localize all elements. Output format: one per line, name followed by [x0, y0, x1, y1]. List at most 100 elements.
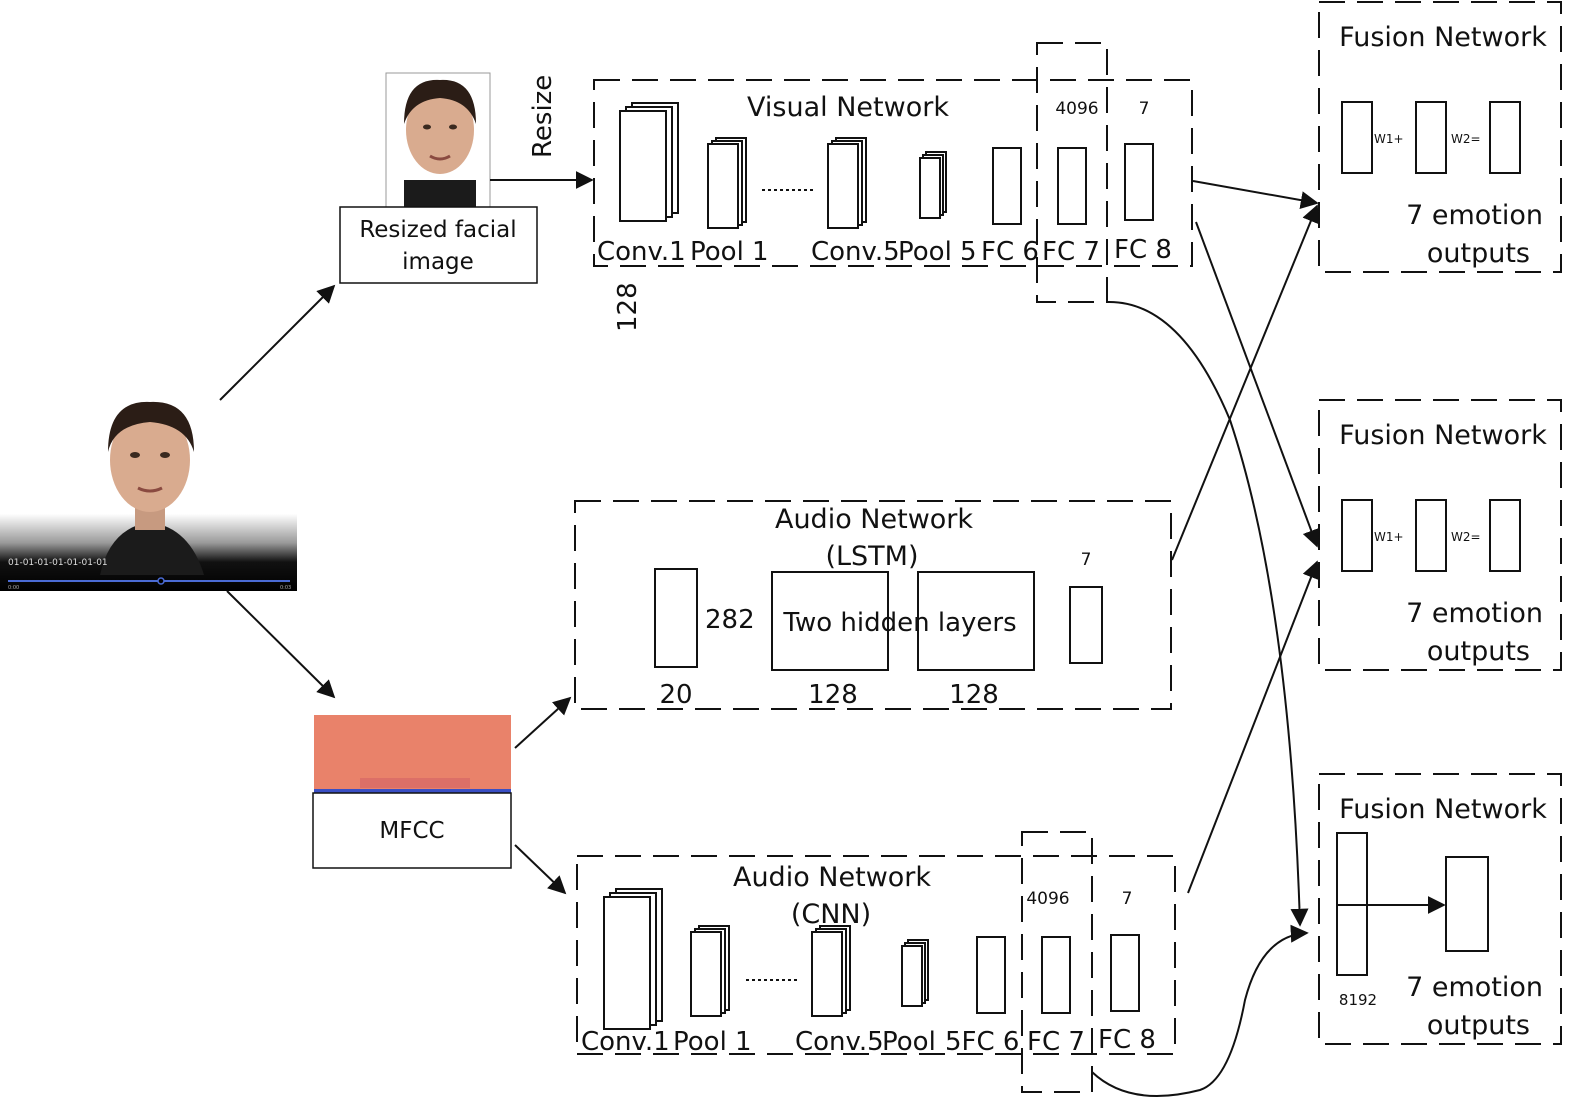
fusion-1-output-line1: 7 emotion: [1406, 200, 1543, 231]
visual-layer-fc8: FC 8: [1114, 235, 1172, 265]
fusion-2-w2: W2=: [1451, 530, 1481, 544]
arrow-cnn-to-fusion2: [1187, 560, 1320, 894]
fusion-network-3: Fusion Network 8192 7 emotion outputs: [1318, 773, 1562, 1045]
audio-cnn-layer-conv5: Conv.5: [795, 1027, 884, 1057]
mfcc-spectrogram: [314, 715, 511, 793]
audio-cnn-layer-conv1: Conv.1: [581, 1027, 670, 1057]
visual-layer-conv1: Conv.1: [597, 237, 686, 267]
resize-label: Resize: [528, 75, 558, 158]
fusion-2-title: Fusion Network: [1339, 420, 1547, 451]
arrow-visual-fc7-to-fusion3: [1106, 300, 1309, 927]
fusion-1-input-b: [1415, 101, 1447, 174]
audio-cnn-title-line2: (CNN): [791, 899, 871, 930]
arrow-cnn-fc7-to-fusion3: [1091, 924, 1309, 1097]
audio-cnn-layer-fc7: FC 7: [1027, 1027, 1085, 1057]
arrow-lstm-to-fusion1: [1171, 204, 1320, 561]
audio-cnn-fc7-block: [1041, 936, 1071, 1014]
speaker-face-image: [100, 401, 204, 575]
fusion-1-title: Fusion Network: [1339, 22, 1547, 53]
fusion-1-w1: W1+: [1374, 132, 1404, 146]
video-timecode: 01-01-01-01-01-01-01: [8, 558, 108, 568]
visual-fc6-block: [992, 147, 1022, 225]
audio-lstm-hidden1-block: [771, 571, 889, 671]
audio-cnn-fc8-block: [1110, 934, 1140, 1012]
resized-face-thumbnail: [385, 72, 491, 208]
audio-cnn-layer-fc6: 5FC 6: [945, 1027, 1019, 1057]
visual-fc8-block: [1124, 143, 1154, 221]
audio-lstm-network: Audio Network (LSTM) 282 20 Two hidden l…: [574, 500, 1172, 710]
visual-fc7-units: 4096: [1055, 99, 1098, 119]
fusion-3-title: Fusion Network: [1339, 794, 1547, 825]
visual-layer-pool5: Pool 5: [898, 237, 977, 267]
audio-lstm-hidden-label: Two hidden layers: [782, 608, 1016, 638]
audio-cnn-network: Audio Network (CNN) 4096 7 Conv.1 Po: [576, 831, 1176, 1093]
arrow-video-to-face: [219, 284, 336, 401]
fusion-3-output: [1445, 856, 1489, 952]
audio-lstm-title-line1: Audio Network: [775, 504, 973, 535]
fusion-network-1: Fusion Network W1+ W2= 7 emotion outputs: [1318, 1, 1562, 273]
audio-cnn-conv5-block: [811, 925, 851, 1017]
audio-cnn-conv1-block: [603, 888, 663, 1030]
fusion-3-concat-units: 8192: [1339, 991, 1377, 1009]
visual-fc8-units: 7: [1139, 99, 1150, 119]
visual-fc7-highlight: [1036, 42, 1108, 303]
audio-cnn-fc7-highlight: [1021, 831, 1093, 1093]
input-video-frame: 01-01-01-01-01-01-01 0:00 0:03: [0, 398, 297, 591]
video-time-start: 0:00: [8, 585, 19, 591]
fusion-3-concat-bottom: [1336, 904, 1368, 976]
fusion-1-w2: W2=: [1451, 132, 1481, 146]
video-seek-thumb[interactable]: [157, 577, 165, 585]
fusion-2-input-b: [1415, 499, 1447, 572]
fusion-3-output-line1: 7 emotion: [1406, 972, 1543, 1003]
video-time-end: 0:03: [280, 585, 291, 591]
fusion-3-concat-top: [1336, 832, 1368, 906]
audio-lstm-border: [574, 500, 1172, 710]
fusion-1-output-line2: outputs: [1427, 238, 1530, 269]
visual-pool1-block: [707, 137, 747, 229]
audio-lstm-input-height: 282: [705, 605, 755, 635]
audio-lstm-input-width: 20: [659, 680, 692, 710]
resized-face-label-box: Resized facial image: [339, 206, 538, 284]
arrow-mfcc-to-lstm: [514, 696, 572, 749]
audio-cnn-fc7-units: 4096: [1026, 889, 1069, 909]
visual-pool5-block: [919, 151, 947, 219]
visual-conv1-block: [619, 102, 679, 222]
face-label-line1: Resized facial: [359, 217, 516, 243]
arrow-visual-to-fusion1: [1192, 180, 1319, 210]
audio-lstm-hidden2-units: 128: [949, 680, 999, 710]
fusion-1-input-a: [1341, 101, 1373, 174]
audio-lstm-title-line2: (LSTM): [825, 541, 918, 572]
mfcc-label: MFCC: [379, 818, 444, 844]
visual-layer-conv5: Conv.5: [811, 237, 900, 267]
fusion-2-w1: W1+: [1374, 530, 1404, 544]
visual-layer-fc6: FC 6: [981, 237, 1039, 267]
audio-cnn-layer-pool5: Pool: [882, 1027, 936, 1057]
fusion-3-output-line2: outputs: [1427, 1010, 1530, 1041]
visual-network-title: Visual Network: [747, 92, 949, 123]
audio-lstm-hidden2-block: [917, 571, 1035, 671]
fusion-2-output: [1489, 499, 1521, 572]
visual-layer-pool1: Pool 1: [690, 237, 769, 267]
audio-lstm-hidden1-units: 128: [808, 680, 858, 710]
fusion-2-output-line2: outputs: [1427, 636, 1530, 667]
audio-cnn-pool5-block: [901, 939, 929, 1007]
audio-cnn-fc6-block: [976, 936, 1006, 1014]
fusion-1-border: [1318, 1, 1562, 273]
fusion-2-output-line1: 7 emotion: [1406, 598, 1543, 629]
audio-cnn-pool1-block: [690, 925, 730, 1017]
visual-network-border: [593, 79, 1193, 267]
mfcc-label-box: MFCC: [312, 792, 512, 869]
audio-lstm-output-units: 7: [1081, 550, 1092, 570]
audio-cnn-layer-fc8: FC 8: [1098, 1025, 1156, 1055]
audio-lstm-output-block: [1069, 586, 1103, 664]
audio-cnn-layer-pool1: Pool 1: [673, 1027, 752, 1057]
audio-cnn-border: [576, 855, 1176, 1055]
visual-fc7-block: [1057, 147, 1087, 225]
visual-network: Visual Network 4096 7 Conv.1 Pool 1: [593, 42, 1193, 303]
visual-conv5-block: [827, 137, 867, 229]
arrow-mfcc-to-cnn: [514, 844, 567, 895]
arrow-video-to-mfcc: [226, 590, 336, 699]
audio-cnn-title-line1: Audio Network: [733, 862, 931, 893]
fusion-1-output: [1489, 101, 1521, 174]
